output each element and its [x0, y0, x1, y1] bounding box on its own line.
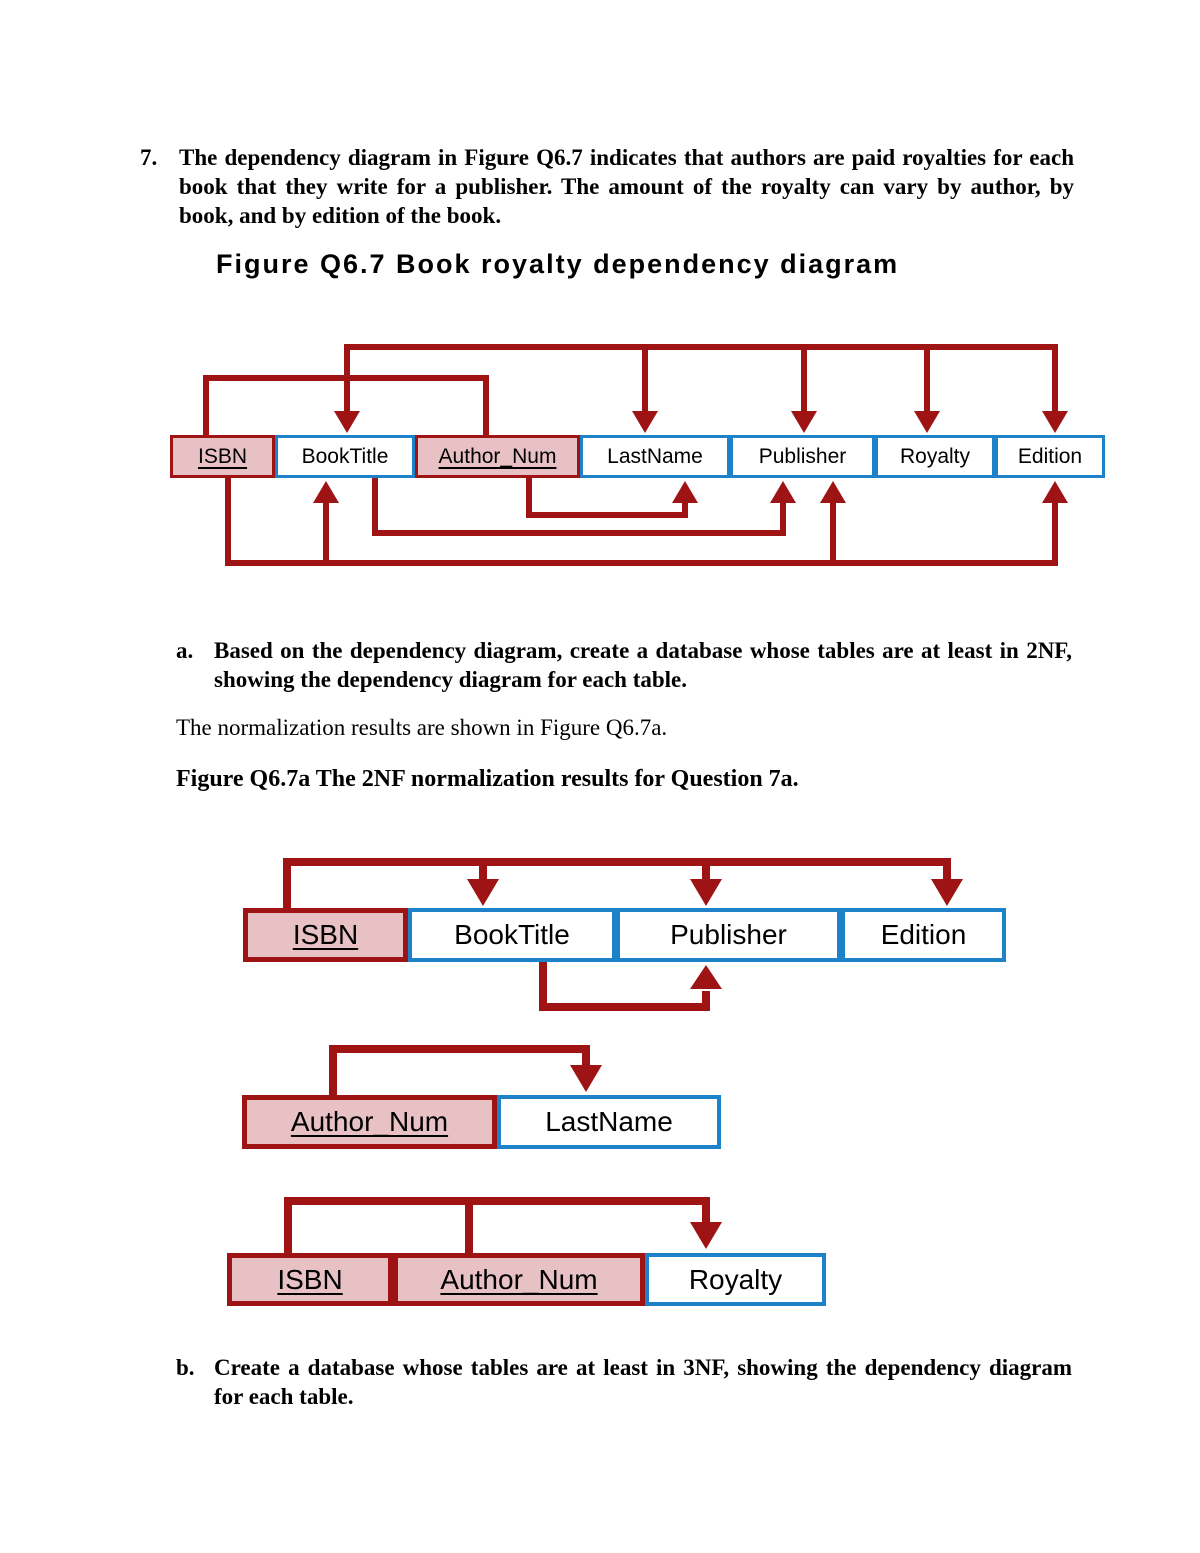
normalization-note: The normalization results are shown in F…: [176, 715, 668, 740]
attribute-label: ISBN: [292, 919, 359, 950]
figure-q67-title: Figure Q6.7 Book royalty dependency diag…: [216, 249, 900, 279]
list-item-a-text: Based on the dependency diagram, create …: [214, 638, 1072, 692]
attribute-label: BookTitle: [454, 919, 570, 950]
attribute-label: Author_Num: [440, 1263, 598, 1295]
attribute-box-authornum: Author_Num: [393, 1253, 645, 1306]
dependency-arrows-layer: [329, 1045, 602, 1095]
attribute-label: ISBN: [277, 1263, 343, 1295]
attribute-box-authornum: Author_Num: [242, 1095, 497, 1149]
figure-q67a-table3-diagram: ISBN Author_Num Royalty: [210, 1190, 860, 1315]
attribute-label: Royalty: [688, 1263, 783, 1295]
list-item-b-marker: b.: [176, 1355, 195, 1380]
dependency-arrow-authornum-lastname: [526, 476, 698, 518]
figure-q67a-title: Figure Q6.7a The 2NF normalization resul…: [176, 766, 799, 792]
attribute-box-isbn: ISBN: [243, 908, 408, 962]
attribute-label: Royalty: [899, 444, 971, 468]
figure-q67a-table1-diagram: ISBN BookTitle Publisher Edition: [230, 843, 1020, 1023]
attribute-box-edition: Edition: [995, 435, 1105, 478]
attribute-label: Edition: [1017, 444, 1083, 468]
attribute-box-publisher: Publisher: [616, 908, 841, 962]
dependency-arrow-composite-key: [203, 344, 1068, 435]
attribute-label: LastName: [607, 444, 703, 468]
attribute-box-royalty: Royalty: [875, 435, 995, 478]
attribute-box-royalty: Royalty: [645, 1253, 826, 1306]
dependency-arrows-layer: [203, 344, 1068, 566]
attribute-box-edition: Edition: [841, 908, 1006, 962]
dependency-arrow-booktitle-publisher: [372, 476, 796, 536]
attribute-box-isbn: ISBN: [227, 1253, 393, 1306]
dependency-arrow-isbn: [283, 858, 963, 908]
attribute-box-authornum: Author_Num: [415, 435, 580, 478]
list-item-b-text: Create a database whose tables are at le…: [214, 1355, 1072, 1409]
attribute-label: Publisher: [758, 444, 847, 468]
list-item-a-marker: a.: [176, 638, 194, 663]
attribute-box-booktitle: BookTitle: [408, 908, 616, 962]
dependency-arrow-composite-key-royalty: [284, 1197, 722, 1253]
list-item-7-text: The dependency diagram in Figure Q6.7 in…: [179, 145, 1074, 228]
attribute-label: ISBN: [197, 444, 247, 468]
dependency-arrows-layer: [283, 858, 963, 1011]
figure-q67-dependency-diagram: ISBN BookTitle Author_Num LastName Publi…: [160, 338, 1110, 578]
attribute-label: BookTitle: [301, 444, 389, 468]
attribute-label: Publisher: [670, 919, 787, 950]
attribute-label: Edition: [880, 919, 967, 950]
dependency-arrows-layer: [284, 1197, 722, 1253]
dependency-arrow-authornum-lastname: [329, 1045, 602, 1095]
attribute-label: LastName: [545, 1106, 673, 1137]
list-item-7-marker: 7.: [140, 145, 158, 170]
attribute-box-lastname: LastName: [580, 435, 730, 478]
dependency-arrow-booktitle-publisher: [539, 960, 722, 1011]
attribute-box-publisher: Publisher: [730, 435, 875, 478]
attribute-box-isbn: ISBN: [170, 435, 275, 478]
attribute-label: Author_Num: [290, 1106, 449, 1137]
attribute-label: Author_Num: [438, 444, 557, 468]
figure-q67a-table2-diagram: Author_Num LastName: [230, 1033, 730, 1158]
attribute-box-lastname: LastName: [497, 1095, 721, 1149]
attribute-box-booktitle: BookTitle: [275, 435, 415, 478]
dependency-arrow-isbn-partial: [225, 476, 1068, 566]
